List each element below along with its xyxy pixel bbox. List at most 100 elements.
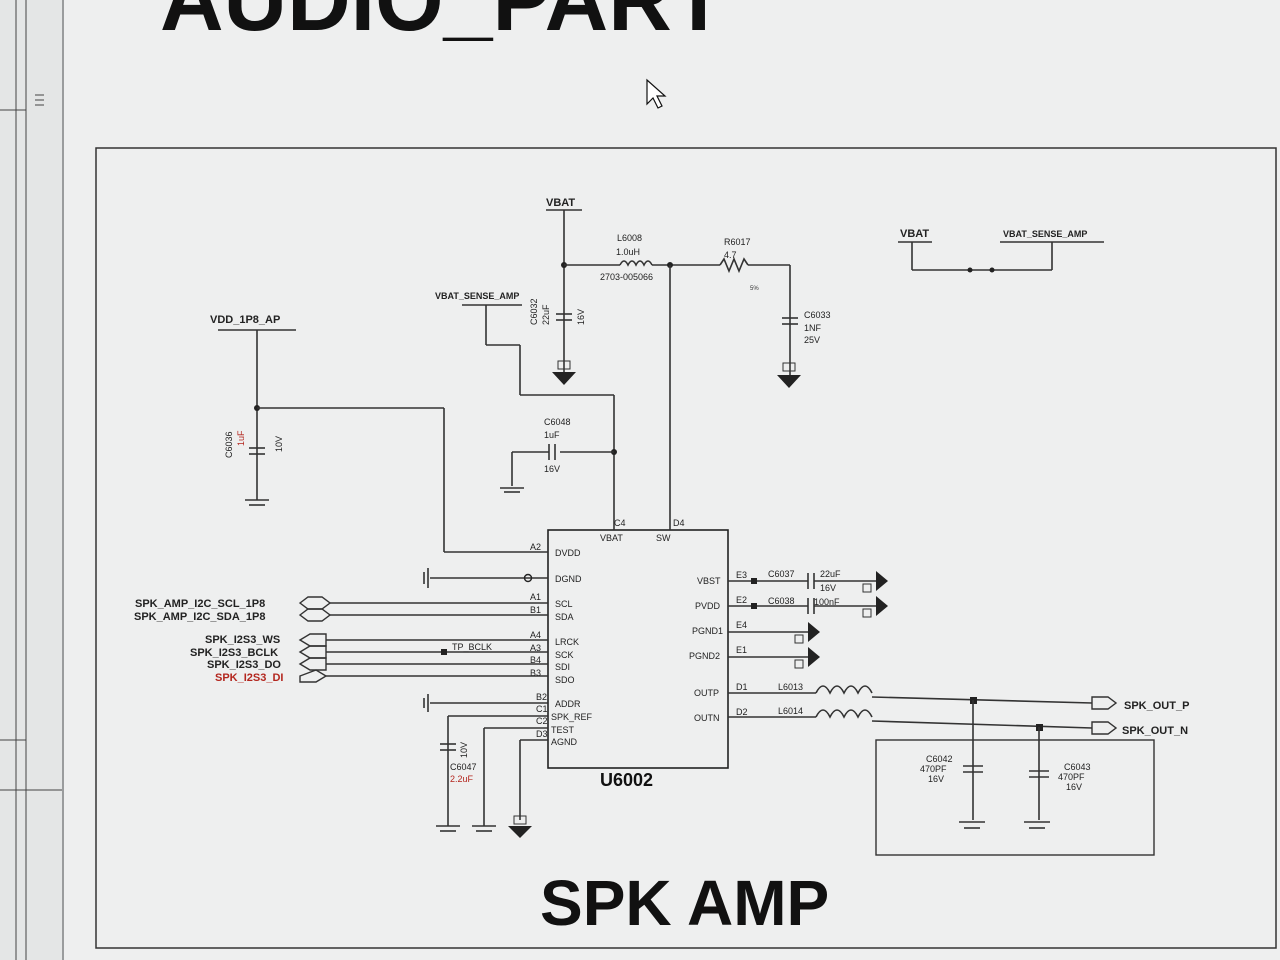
c6042-rating: 16V xyxy=(928,774,944,784)
chip-u6002-body[interactable] xyxy=(547,529,729,769)
vdd-section: VDD_1P8_AP C6036 1uF 10V xyxy=(210,314,548,553)
chip-ref: U6002 xyxy=(600,770,653,790)
l6014-ref: L6014 xyxy=(778,706,803,716)
c6037-ref: C6037 xyxy=(768,569,795,579)
ball-c4: C4 xyxy=(614,518,626,528)
pin-pgnd2: PGND2 xyxy=(689,651,720,661)
ground-icon xyxy=(876,571,888,591)
left-pins: A2 DVDD DGND A1 SCL B1 SDA A4 LRCK A3 SC… xyxy=(530,542,593,747)
page-title: AUDIO_PART xyxy=(160,0,726,49)
resistor-r6017-icon xyxy=(719,256,749,274)
net-vbat-sense-amp-right: VBAT_SENSE_AMP xyxy=(1003,229,1087,239)
lower-left-section: 10V C6047 2.2uF xyxy=(423,694,548,838)
pin-sdi: SDI xyxy=(555,662,570,672)
c6043-value: 470PF xyxy=(1058,772,1085,782)
ball-e2: E2 xyxy=(736,595,747,605)
c6047-value: 2.2uF xyxy=(450,774,474,784)
net-spk-out-p: SPK_OUT_P xyxy=(1124,700,1189,712)
output-section: L6013 SPK_OUT_P L6014 SPK_OUT_N C6042 47… xyxy=(728,682,1189,856)
pin-spk-ref: SPK_REF xyxy=(551,712,593,722)
ball-b2: B2 xyxy=(536,692,547,702)
pin-sdo: SDO xyxy=(555,675,575,685)
ball-e4: E4 xyxy=(736,620,747,630)
ball-d3: D3 xyxy=(536,729,548,739)
pin-lrck: LRCK xyxy=(555,637,579,647)
c6036-ref: C6036 xyxy=(224,431,234,458)
c6032-ref: C6032 xyxy=(529,298,539,325)
c6033-ref: C6033 xyxy=(804,310,831,320)
pin-sda: SDA xyxy=(555,612,574,622)
net-vbat-right: VBAT xyxy=(900,228,929,240)
inductor-l6014-icon xyxy=(815,709,873,719)
pin-pvdd: PVDD xyxy=(695,601,721,611)
net-vbat-sense-amp: VBAT_SENSE_AMP xyxy=(435,291,519,301)
c6032-rating: 16V xyxy=(576,309,586,325)
net-i2c-sda: SPK_AMP_I2C_SDA_1P8 xyxy=(134,611,265,623)
pin-sck: SCK xyxy=(555,650,574,660)
vbat-sense-section: VBAT_SENSE_AMP C6048 1uF 16V xyxy=(435,291,617,530)
ground-icon xyxy=(777,375,801,388)
ball-c1: C1 xyxy=(536,704,548,714)
pin-agnd: AGND xyxy=(551,737,578,747)
pin-addr: ADDR xyxy=(555,699,581,709)
ground-icon xyxy=(808,622,820,642)
c6033-rating: 25V xyxy=(804,335,820,345)
c6038-value: 100nF xyxy=(814,597,840,607)
ball-d4: D4 xyxy=(673,518,685,528)
pin-pgnd1: PGND1 xyxy=(692,626,723,636)
ball-d1: D1 xyxy=(736,682,748,692)
c6036-value: 1uF xyxy=(236,430,246,446)
c6047-ref: C6047 xyxy=(450,762,477,772)
pin-dvdd: DVDD xyxy=(555,548,581,558)
sense-link: VBAT VBAT_SENSE_AMP xyxy=(898,228,1104,273)
dgnd-section xyxy=(423,568,548,588)
signals-left: SPK_AMP_I2C_SCL_1P8 SPK_AMP_I2C_SDA_1P8 … xyxy=(134,596,548,684)
ground-icon xyxy=(876,596,888,616)
pin-vbst: VBST xyxy=(697,576,721,586)
c6032-value: 22uF xyxy=(541,304,551,325)
right-pins: VBST E3 PVDD E2 PGND1 E4 PGND2 E1 OUTP D… xyxy=(689,570,748,723)
net-vbat: VBAT xyxy=(546,197,575,209)
l6008-part: 2703-005066 xyxy=(600,272,653,282)
ball-b3: B3 xyxy=(530,668,541,678)
c6048-value: 1uF xyxy=(544,430,560,440)
ball-e1: E1 xyxy=(736,645,747,655)
pin-vbat: VBAT xyxy=(600,533,623,543)
side-panel xyxy=(0,0,64,960)
sheet-border xyxy=(95,147,1277,949)
c6047-rating: 10V xyxy=(459,742,469,758)
inductor-l6008-icon xyxy=(619,260,653,267)
panel-lines xyxy=(0,0,62,960)
pin-sw: SW xyxy=(656,533,671,543)
c6038-ref: C6038 xyxy=(768,596,795,606)
c6042-value: 470PF xyxy=(920,764,947,774)
r6017-tol: 5% xyxy=(750,286,759,292)
l6008-value: 1.0uH xyxy=(616,247,640,257)
c6042-ref: C6042 xyxy=(926,754,953,764)
c6048-rating: 16V xyxy=(544,464,560,474)
ball-d2: D2 xyxy=(736,707,748,717)
ball-b1: B1 xyxy=(530,605,541,615)
r6017-value: 4.7 xyxy=(724,250,737,260)
c6036-rating: 10V xyxy=(274,436,284,452)
net-i2s-bclk: SPK_I2S3_BCLK xyxy=(190,647,278,659)
net-i2c-scl: SPK_AMP_I2C_SCL_1P8 xyxy=(135,598,265,610)
ball-e3: E3 xyxy=(736,570,747,580)
net-spk-out-n: SPK_OUT_N xyxy=(1122,725,1188,737)
right-side-section: C6037 22uF 16V C6038 100nF xyxy=(728,569,888,669)
net-tp-bclk: TP_BCLK xyxy=(452,642,492,652)
l6013-ref: L6013 xyxy=(778,682,803,692)
ball-a2: A2 xyxy=(530,542,541,552)
mouse-cursor-icon xyxy=(646,78,667,109)
vbat-section: VBAT C6032 22uF 16V L6008 1.0uH 2703-005… xyxy=(529,197,831,530)
net-i2s-di: SPK_I2S3_DI xyxy=(215,672,283,684)
c6043-rating: 16V xyxy=(1066,782,1082,792)
c6043-ref: C6043 xyxy=(1064,762,1091,772)
net-i2s-ws: SPK_I2S3_WS xyxy=(205,634,280,646)
ball-a1: A1 xyxy=(530,592,541,602)
net-vdd-1p8-ap: VDD_1P8_AP xyxy=(210,314,280,326)
ball-c2: C2 xyxy=(536,716,548,726)
block-title: SPK AMP xyxy=(540,867,829,939)
